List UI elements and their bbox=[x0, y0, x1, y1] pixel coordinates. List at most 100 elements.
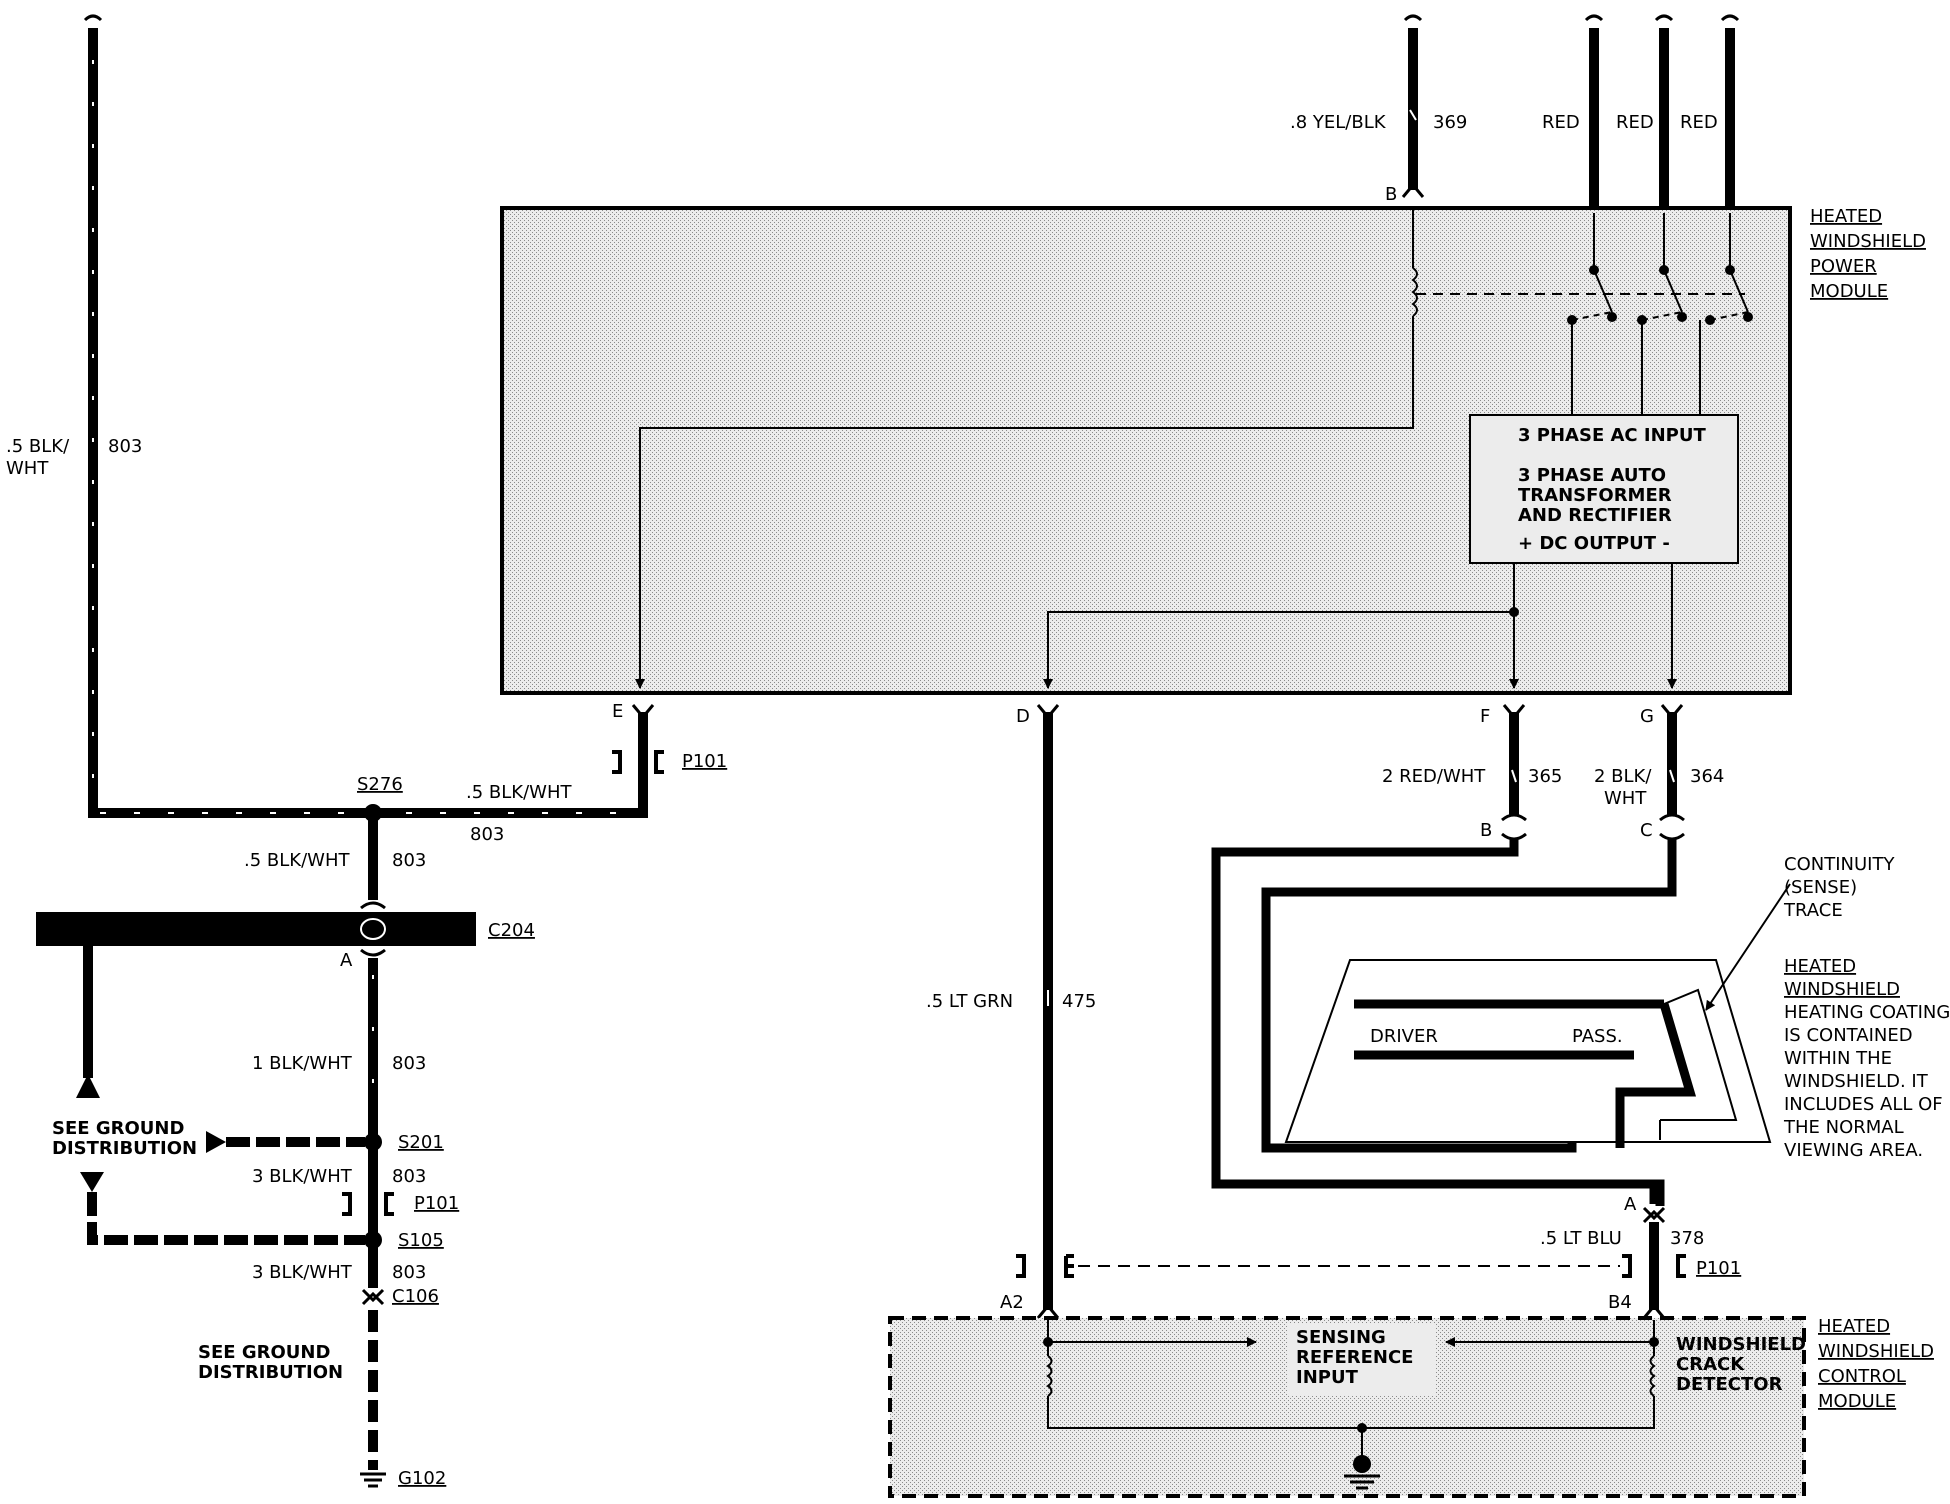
wire-369-color: .8 YEL/BLK bbox=[1290, 112, 1387, 133]
svg-text:CONTINUITY: CONTINUITY bbox=[1784, 854, 1895, 875]
pin-d: D bbox=[1016, 706, 1030, 727]
svg-text:MODULE: MODULE bbox=[1810, 281, 1888, 302]
transformer-line-3: TRANSFORMER bbox=[1518, 485, 1672, 506]
sensing-line-1: SENSING bbox=[1296, 1327, 1386, 1348]
pin-c-windshield: C bbox=[1640, 820, 1653, 841]
svg-text:HEATED: HEATED bbox=[1784, 956, 1856, 977]
continuity-trace-label: CONTINUITY (SENSE) TRACE bbox=[1783, 854, 1895, 921]
windshield: DRIVER PASS. CONTINUITY (SENSE) TRACE HE… bbox=[1284, 854, 1950, 1161]
wire-803-s105-color: 3 BLK/WHT bbox=[252, 1262, 353, 1283]
sensing-line-2: REFERENCE bbox=[1296, 1347, 1413, 1368]
svg-text:WINDSHIELD: WINDSHIELD bbox=[1818, 1341, 1934, 1362]
crack-line-2: CRACK bbox=[1676, 1354, 1745, 1375]
wire-803-mid-number: 803 bbox=[392, 1053, 426, 1074]
wire-803-s201-color: 3 BLK/WHT bbox=[252, 1166, 353, 1187]
heating-coating-label: HEATED WINDSHIELD HEATING COATING IS CON… bbox=[1783, 956, 1950, 1161]
svg-text:WINDSHIELD. IT: WINDSHIELD. IT bbox=[1784, 1071, 1929, 1092]
pin-e: E bbox=[612, 701, 623, 722]
ground-symbol-icon bbox=[1344, 1455, 1380, 1490]
svg-text:HEATED: HEATED bbox=[1818, 1316, 1890, 1337]
top-feed-wires: .8 YEL/BLK 369 B RED RED RED bbox=[1290, 14, 1740, 210]
wire-red-3: RED bbox=[1680, 112, 1718, 133]
wire-365-color: 2 RED/WHT bbox=[1382, 766, 1486, 787]
pin-b-windshield: B bbox=[1480, 820, 1492, 841]
circuit-378: A .5 LT BLU 378 P101 B4 bbox=[1540, 1184, 1741, 1319]
ground-g102: G102 bbox=[398, 1468, 446, 1489]
connector-p101-control: P101 bbox=[1696, 1258, 1741, 1279]
wire-365-number: 365 bbox=[1528, 766, 1562, 787]
wire-475-color: .5 LT GRN bbox=[926, 991, 1013, 1012]
connector-p101-e: P101 bbox=[682, 751, 727, 772]
transformer-line-2: 3 PHASE AUTO bbox=[1518, 465, 1666, 486]
svg-text:THE NORMAL: THE NORMAL bbox=[1783, 1117, 1904, 1138]
see-ground-1a: SEE GROUND bbox=[52, 1118, 184, 1139]
connector-c106: C106 bbox=[392, 1286, 439, 1307]
wire-364-number: 364 bbox=[1690, 766, 1724, 787]
wire-803-s105-number: 803 bbox=[392, 1262, 426, 1283]
crack-line-1: WINDSHIELD bbox=[1676, 1334, 1806, 1355]
splice-s105: S105 bbox=[398, 1230, 444, 1251]
transformer-line-1: 3 PHASE AC INPUT bbox=[1518, 425, 1706, 446]
wire-803-top-color: .5 BLK/ bbox=[6, 436, 70, 457]
pin-a-windshield: A bbox=[1624, 1194, 1637, 1215]
wire-red-2: RED bbox=[1616, 112, 1654, 133]
svg-text:WITHIN THE: WITHIN THE bbox=[1784, 1048, 1892, 1069]
svg-text:MODULE: MODULE bbox=[1818, 1391, 1896, 1412]
wire-378-color: .5 LT BLU bbox=[1540, 1228, 1622, 1249]
svg-text:TRACE: TRACE bbox=[1783, 900, 1843, 921]
wire-364-color-2: WHT bbox=[1604, 788, 1647, 809]
windshield-driver-label: DRIVER bbox=[1370, 1026, 1438, 1047]
svg-text:INCLUDES ALL OF: INCLUDES ALL OF bbox=[1784, 1094, 1943, 1115]
splice-s201: S201 bbox=[398, 1132, 444, 1153]
pin-f: F bbox=[1480, 706, 1490, 727]
wire-364-color: 2 BLK/ bbox=[1594, 766, 1652, 787]
see-ground-1b: DISTRIBUTION bbox=[52, 1138, 197, 1159]
pin-a2: A2 bbox=[1000, 1292, 1024, 1313]
wire-803-s276-down-color: .5 BLK/WHT bbox=[244, 850, 350, 871]
svg-text:VIEWING AREA.: VIEWING AREA. bbox=[1784, 1140, 1923, 1161]
wire-369-number: 369 bbox=[1433, 112, 1467, 133]
connector-c204-bar bbox=[36, 912, 476, 946]
pin-b-top: B bbox=[1385, 184, 1397, 205]
ground-g102-icon bbox=[360, 1472, 386, 1488]
wire-803-s276-right-number: 803 bbox=[470, 824, 504, 845]
wire-475-number: 475 bbox=[1062, 991, 1096, 1012]
power-module: 3 PHASE AC INPUT 3 PHASE AUTO TRANSFORME… bbox=[500, 206, 1926, 695]
svg-text:WINDSHIELD: WINDSHIELD bbox=[1784, 979, 1900, 1000]
svg-text:WINDSHIELD: WINDSHIELD bbox=[1810, 231, 1926, 252]
connector-c204: C204 bbox=[488, 920, 535, 941]
svg-text:(SENSE): (SENSE) bbox=[1784, 877, 1857, 898]
see-ground-2a: SEE GROUND bbox=[198, 1342, 330, 1363]
svg-text:CONTROL: CONTROL bbox=[1818, 1366, 1906, 1387]
svg-text:HEATING COATING: HEATING COATING bbox=[1784, 1002, 1950, 1023]
svg-text:HEATED: HEATED bbox=[1810, 206, 1882, 227]
svg-text:IS CONTAINED: IS CONTAINED bbox=[1784, 1025, 1913, 1046]
wire-803-top-number: 803 bbox=[108, 436, 142, 457]
circuit-475: D .5 LT GRN 475 A2 bbox=[926, 704, 1620, 1319]
wire-803-mid-color: 1 BLK/WHT bbox=[252, 1053, 353, 1074]
circuit-803: .5 BLK/ WHT 803 E P101 S276 .5 BLK/WHT 8… bbox=[6, 14, 727, 1489]
windshield-pass-label: PASS. bbox=[1572, 1026, 1623, 1047]
power-module-title: HEATED WINDSHIELD POWER MODULE bbox=[1810, 206, 1926, 302]
transformer-box: 3 PHASE AC INPUT 3 PHASE AUTO TRANSFORME… bbox=[1469, 414, 1739, 564]
splice-s276: S276 bbox=[357, 774, 403, 795]
control-module: SENSING REFERENCE INPUT WINDSHIELD CRACK… bbox=[888, 1316, 1934, 1498]
wire-803-s201-number: 803 bbox=[392, 1166, 426, 1187]
wire-red-1: RED bbox=[1542, 112, 1580, 133]
wire-803-s276-down-number: 803 bbox=[392, 850, 426, 871]
crack-line-3: DETECTOR bbox=[1676, 1374, 1783, 1395]
pin-b4: B4 bbox=[1608, 1292, 1632, 1313]
pin-g: G bbox=[1640, 706, 1654, 727]
transformer-line-4: AND RECTIFIER bbox=[1518, 505, 1672, 526]
pin-a-c204: A bbox=[340, 950, 353, 971]
sensing-line-3: INPUT bbox=[1296, 1367, 1359, 1388]
svg-text:POWER: POWER bbox=[1810, 256, 1877, 277]
wire-803-top-color-2: WHT bbox=[6, 458, 49, 479]
see-ground-2b: DISTRIBUTION bbox=[198, 1362, 343, 1383]
wire-378-number: 378 bbox=[1670, 1228, 1704, 1249]
control-module-title: HEATED WINDSHIELD CONTROL MODULE bbox=[1818, 1316, 1934, 1412]
relay-contact-dots bbox=[1509, 265, 1753, 617]
transformer-line-5: + DC OUTPUT - bbox=[1518, 533, 1670, 554]
connector-p101-ground: P101 bbox=[414, 1193, 459, 1214]
